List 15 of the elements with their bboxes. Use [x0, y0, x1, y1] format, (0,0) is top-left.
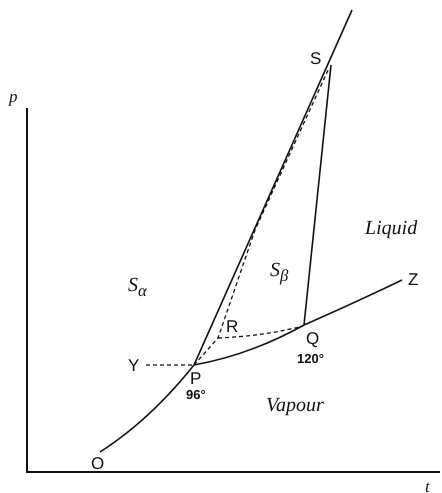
- point-label: O: [91, 455, 104, 472]
- region-label: Vapour: [266, 395, 324, 415]
- point-label: Y: [128, 357, 140, 374]
- point-label: Z: [408, 271, 418, 288]
- axis-label: t: [425, 478, 430, 493]
- axis-label: p: [9, 88, 18, 105]
- region-label: S$_{β}$: [270, 260, 288, 285]
- region-label: S$_{α}$: [128, 275, 147, 300]
- point-label: S: [310, 50, 322, 67]
- point-label: R: [226, 318, 238, 335]
- temperature-label: 120°: [297, 352, 324, 365]
- region-label: Liquid: [365, 218, 418, 238]
- temperature-label: 96°: [186, 388, 206, 401]
- point-label: P: [190, 370, 202, 387]
- point-label: Q: [306, 330, 320, 347]
